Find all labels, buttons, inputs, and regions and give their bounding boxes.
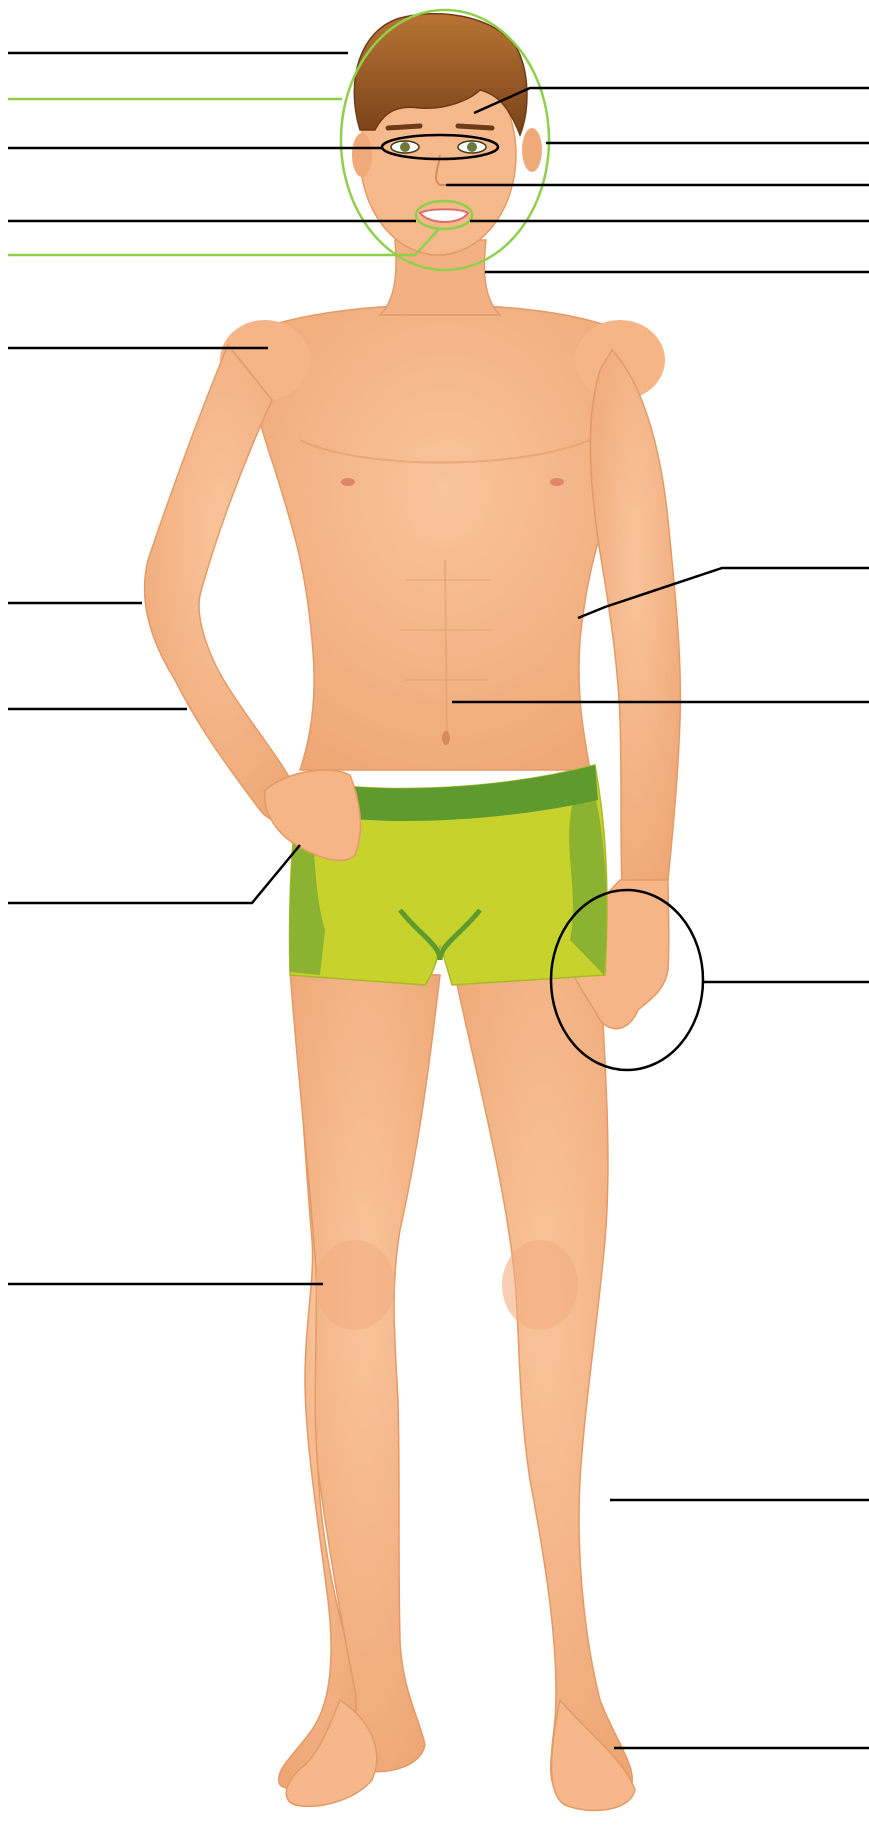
human-figure [144, 14, 680, 1811]
right-iris [467, 142, 477, 152]
right-leg [455, 970, 632, 1802]
left-ear [352, 133, 372, 177]
leader-chin [8, 228, 440, 255]
leader-hand [8, 845, 300, 903]
right-arm [590, 350, 680, 885]
right-ear [522, 128, 542, 172]
right-knee-shade [502, 1240, 578, 1330]
navel [442, 731, 450, 745]
left-hand [265, 770, 361, 860]
left-nipple [341, 478, 355, 486]
right-nipple [550, 478, 564, 486]
left-knee-shade [315, 1240, 395, 1330]
leader-eyebrow [474, 88, 869, 113]
left-iris [400, 142, 410, 152]
